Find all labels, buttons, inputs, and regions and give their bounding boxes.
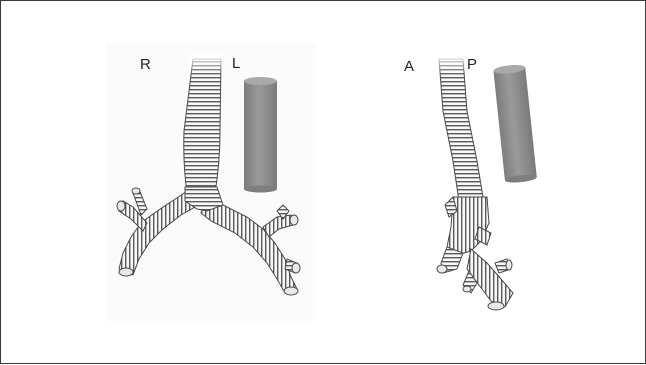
right-reference-cylinder: [493, 64, 537, 184]
right-bronchi: [437, 197, 513, 310]
label-posterior: P: [467, 57, 477, 72]
right-trachea: [435, 53, 483, 201]
left-reference-cylinder: [244, 77, 277, 193]
label-right-side: R: [140, 57, 151, 72]
label-left-side: L: [232, 56, 240, 71]
right-view: [435, 53, 537, 310]
left-view: [106, 43, 316, 321]
label-anterior: A: [404, 59, 414, 74]
